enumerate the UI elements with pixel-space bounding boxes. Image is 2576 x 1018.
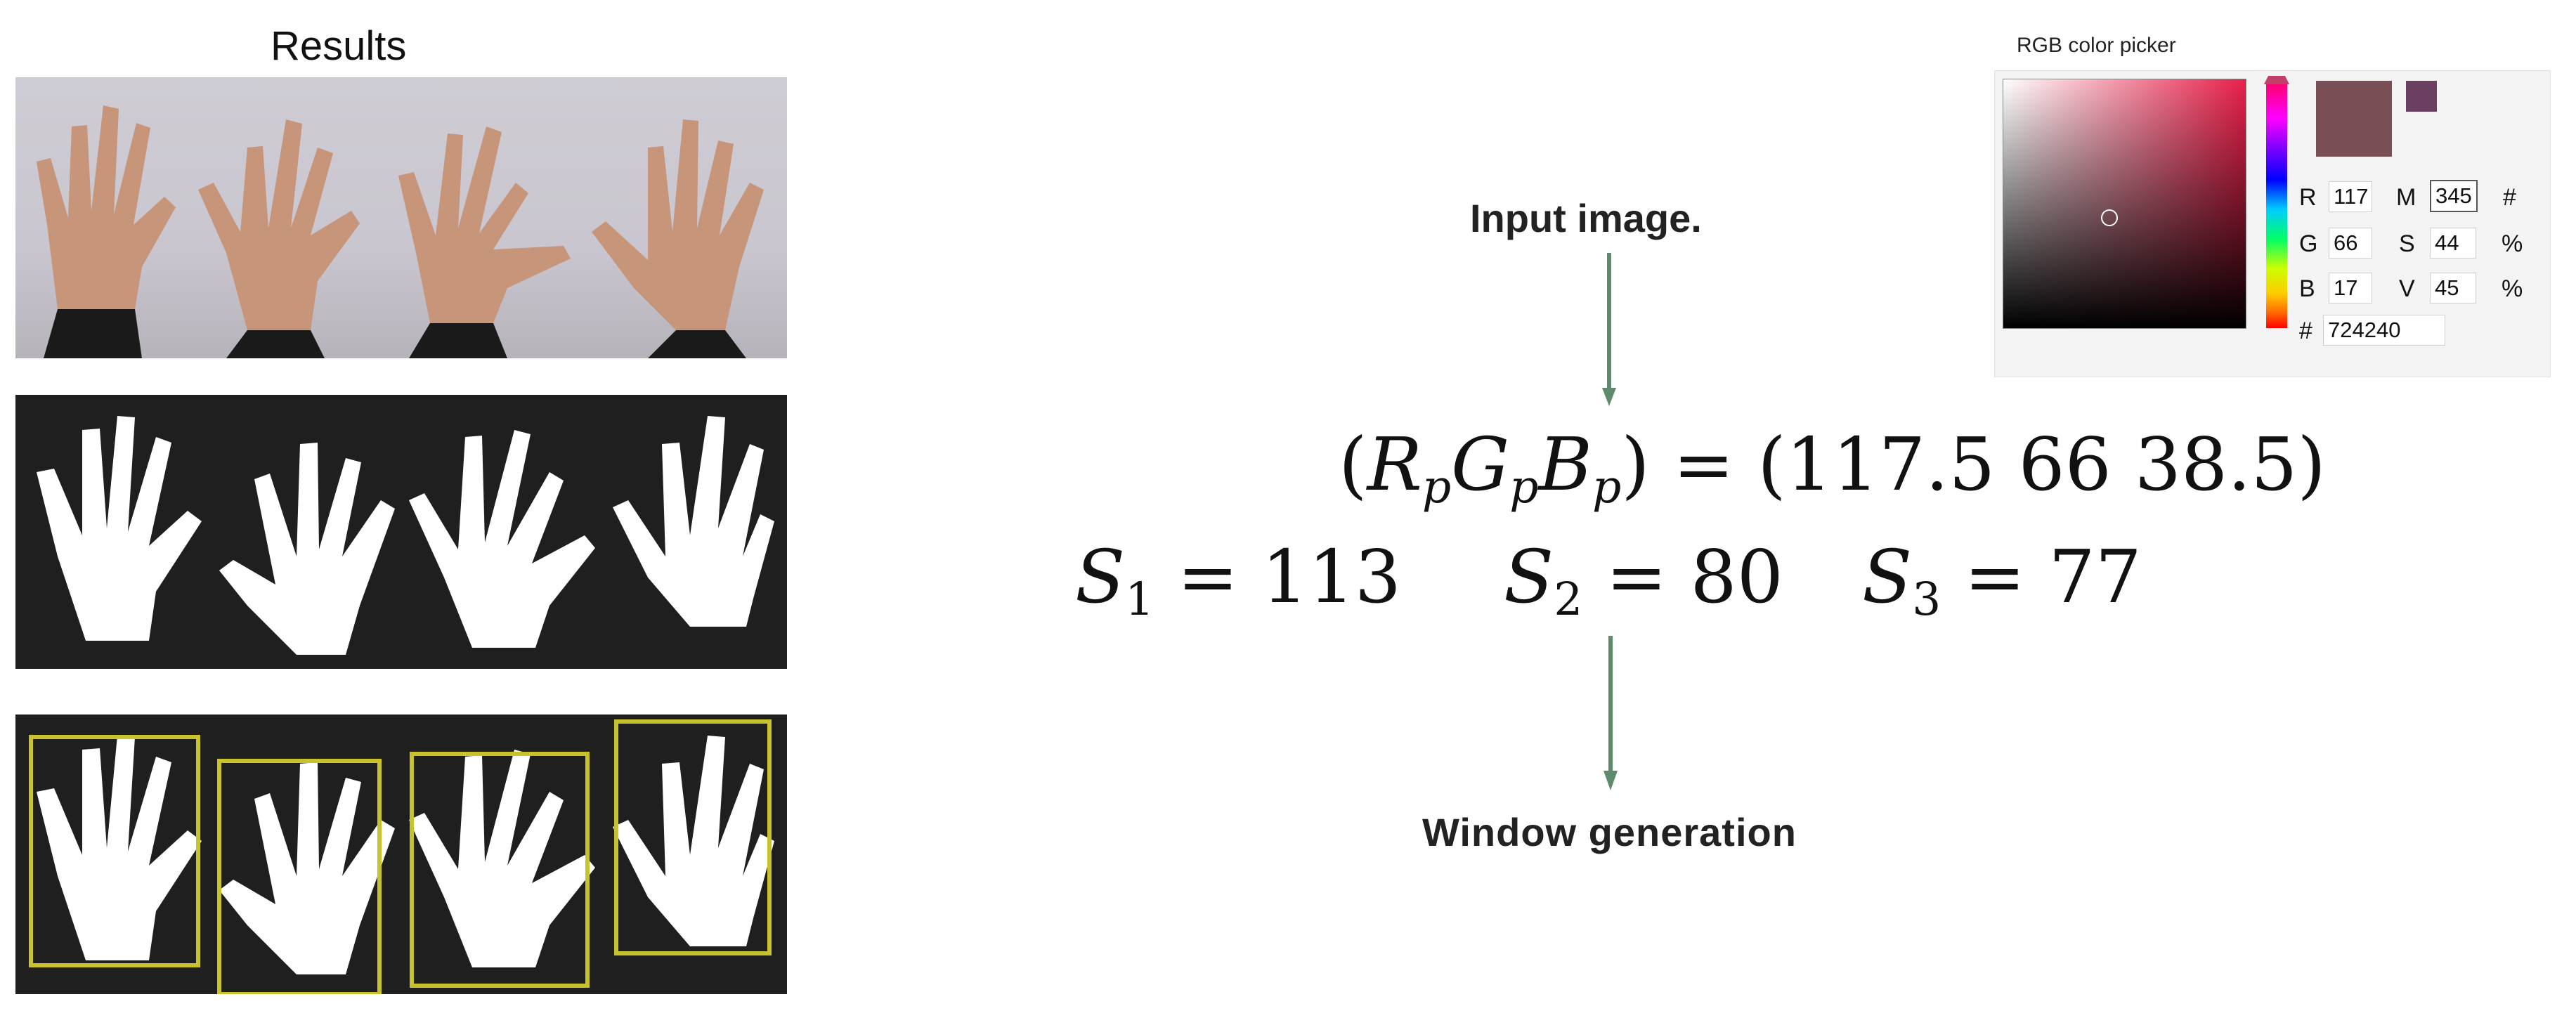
bounding-box-4 [614,719,772,955]
color-picker-title: RGB color picker [2017,34,2176,57]
photo-sleeves [44,309,746,358]
m-unit: # [2503,184,2516,211]
hands-photo [37,105,764,358]
results-title: Results [271,23,407,69]
arrow-down-icon [1604,636,1618,790]
g-field[interactable]: 66 [2329,228,2372,259]
b-field[interactable]: 17 [2329,273,2372,304]
photo-hand-3 [398,126,571,323]
saturation-value-area[interactable] [2003,79,2246,329]
boxed-hand-1 [37,736,202,960]
r-field[interactable]: 117 [2329,181,2372,212]
bounding-boxes [29,719,772,994]
s3-equation: S3 = 77 [1862,534,2142,627]
s-unit: % [2502,230,2523,257]
photo-hand-2 [198,119,360,330]
photo-hand-4 [592,119,764,330]
hex-label: # [2299,318,2312,344]
mask-hand-3 [409,430,595,648]
photo-hands [37,105,764,330]
previous-color-swatch[interactable] [2406,81,2437,112]
s-label: S [2399,230,2415,257]
photo-hand-1 [37,105,176,309]
hue-slider[interactable] [2266,81,2287,328]
detection-box-panel [15,714,787,994]
mask-hands [37,416,774,655]
bounding-box-3 [410,752,590,988]
m-field[interactable]: 345 [2430,180,2478,212]
photo-sleeve-4 [648,330,746,358]
hands-mask [37,416,774,655]
photo-sleeve-2 [226,330,325,358]
input-photo-panel [15,77,787,358]
v-unit: % [2502,275,2523,302]
selected-color-swatch [2316,81,2392,157]
hue-handle-icon[interactable] [2264,74,2289,84]
hex-field[interactable]: 724240 [2323,315,2445,346]
mask-hand-4 [613,416,774,627]
m-label: M [2396,184,2416,211]
bounding-box-2 [217,759,382,994]
s2-equation: S2 = 80 [1504,534,1783,627]
mask-hand-1 [37,416,202,641]
r-label: R [2299,184,2317,211]
boxed-hand-4 [613,736,774,946]
s-field[interactable]: 44 [2430,228,2476,259]
v-label: V [2399,275,2415,302]
mask-hand-2 [219,443,395,655]
picker-cursor-icon[interactable] [2101,209,2118,226]
hands-boxed [29,719,774,994]
v-field[interactable]: 45 [2430,273,2476,304]
photo-sleeve-3 [409,323,507,358]
g-label: G [2299,230,2318,257]
s1-equation: S1 = 113 [1075,534,1402,627]
window-generation-label: Window generation [1422,810,1797,854]
bounding-box-1 [29,735,200,967]
rgb-equation: (RpGpBp) = (117.5 66 38.5) [1339,422,2326,514]
segmentation-mask-panel [15,395,787,669]
boxed-hands [37,736,774,974]
input-image-label: Input image. [1470,196,1702,240]
arrow-down-icon [1602,253,1616,406]
boxed-hand-3 [409,750,595,967]
photo-sleeve-1 [44,309,142,358]
b-label: B [2299,275,2315,302]
boxed-hand-2 [219,762,395,974]
